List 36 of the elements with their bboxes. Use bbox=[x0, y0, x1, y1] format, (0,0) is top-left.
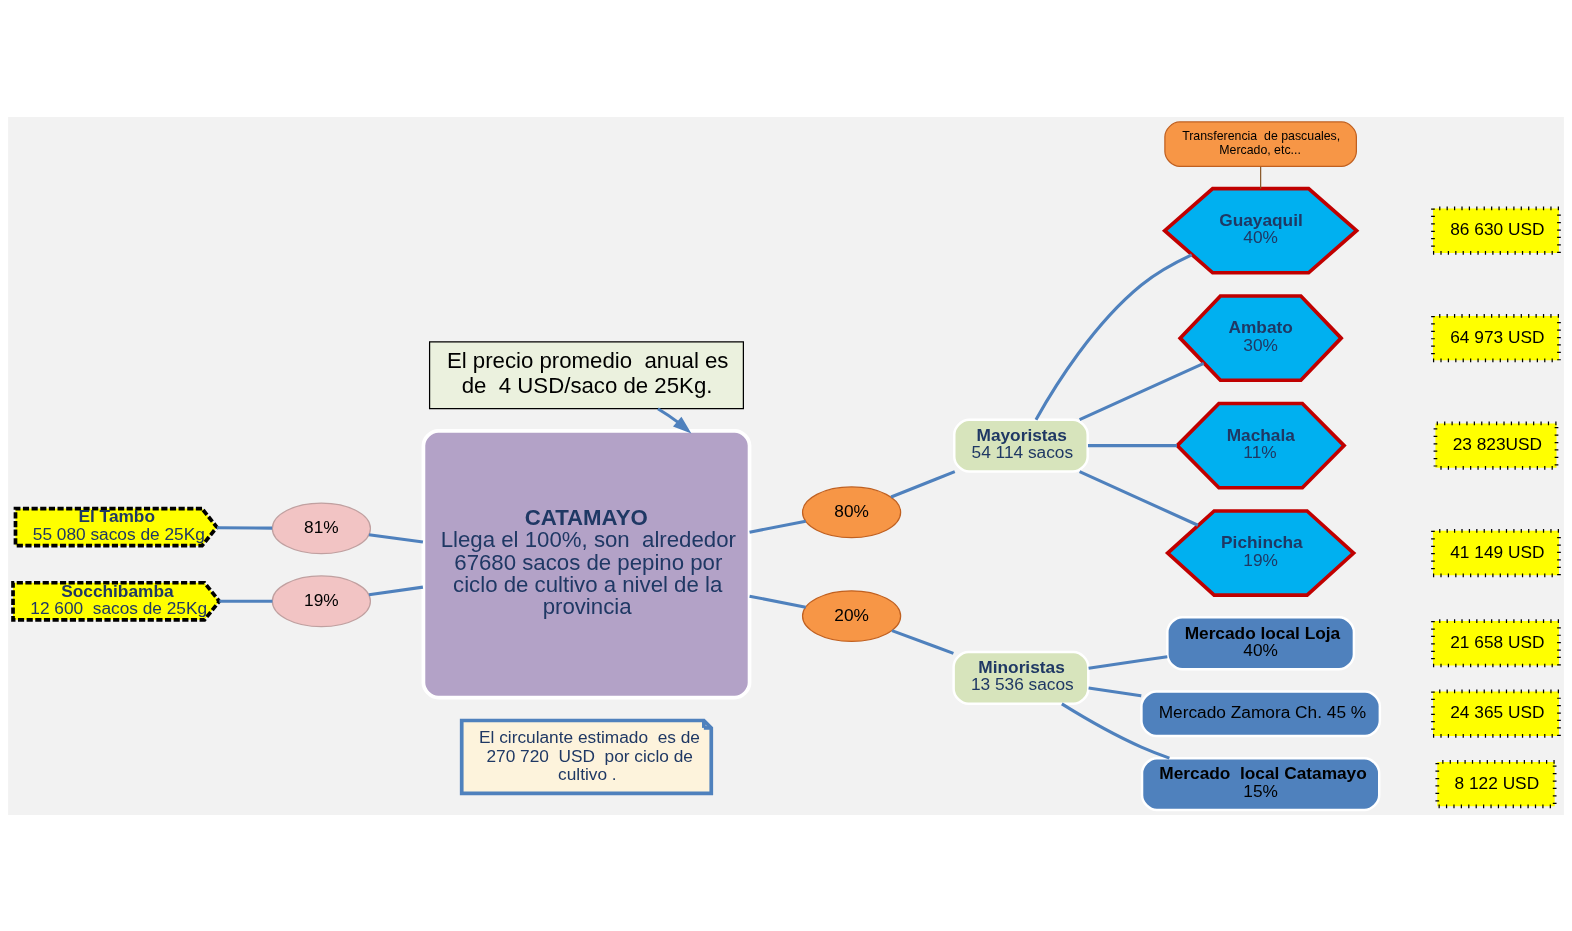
connector bbox=[1260, 165, 1262, 189]
node-ellipse: 19% bbox=[271, 574, 372, 627]
node-ellipse: 20% bbox=[801, 589, 902, 642]
connector bbox=[1087, 443, 1177, 447]
connector bbox=[1088, 654, 1168, 670]
node-box: Transferencia de pascuales, Mercado, etc... bbox=[1164, 120, 1357, 167]
arrow bbox=[657, 406, 692, 434]
node-box: 41 149 USD bbox=[1431, 528, 1561, 577]
node-box: CATAMAYO Llega el 100%, son alrededor 67680 sacos de pepino por ciclo de cultivo a nivel de la provincia bbox=[421, 428, 752, 699]
node-box: El precio promedio anual es de 4 USD/saco de 25Kg. bbox=[428, 340, 744, 409]
node-box: 23 823USD bbox=[1433, 421, 1559, 470]
connector bbox=[890, 469, 956, 498]
node-box: Mercado Zamora Ch. 45 % bbox=[1140, 689, 1382, 737]
connector bbox=[368, 532, 424, 544]
node-ellipse: 80% bbox=[801, 485, 902, 538]
node-box: 21 658 USD bbox=[1431, 618, 1561, 667]
connector bbox=[219, 599, 273, 603]
connector bbox=[749, 519, 806, 534]
connector bbox=[216, 525, 273, 530]
node-box: Minoristas 13 536 sacos bbox=[952, 650, 1090, 705]
connector bbox=[1088, 685, 1142, 697]
node-ellipse: 81% bbox=[271, 501, 372, 554]
node-box: 24 365 USD bbox=[1431, 689, 1561, 738]
node-box: 8 122 USD bbox=[1435, 759, 1557, 808]
node-box: 86 630 USD bbox=[1431, 206, 1561, 255]
connector bbox=[1061, 702, 1170, 760]
connector bbox=[1079, 361, 1205, 421]
connector bbox=[368, 585, 424, 596]
connector bbox=[1079, 469, 1199, 527]
node-box: Mayoristas 54 114 sacos bbox=[953, 417, 1089, 473]
node-box: Mercado local Loja 40% bbox=[1166, 615, 1356, 670]
connector bbox=[749, 594, 806, 609]
connector bbox=[1034, 252, 1193, 420]
connector bbox=[891, 628, 954, 655]
node-box: Mercado local Catamayo 15% bbox=[1140, 756, 1381, 811]
node-box: 64 973 USD bbox=[1431, 313, 1561, 362]
